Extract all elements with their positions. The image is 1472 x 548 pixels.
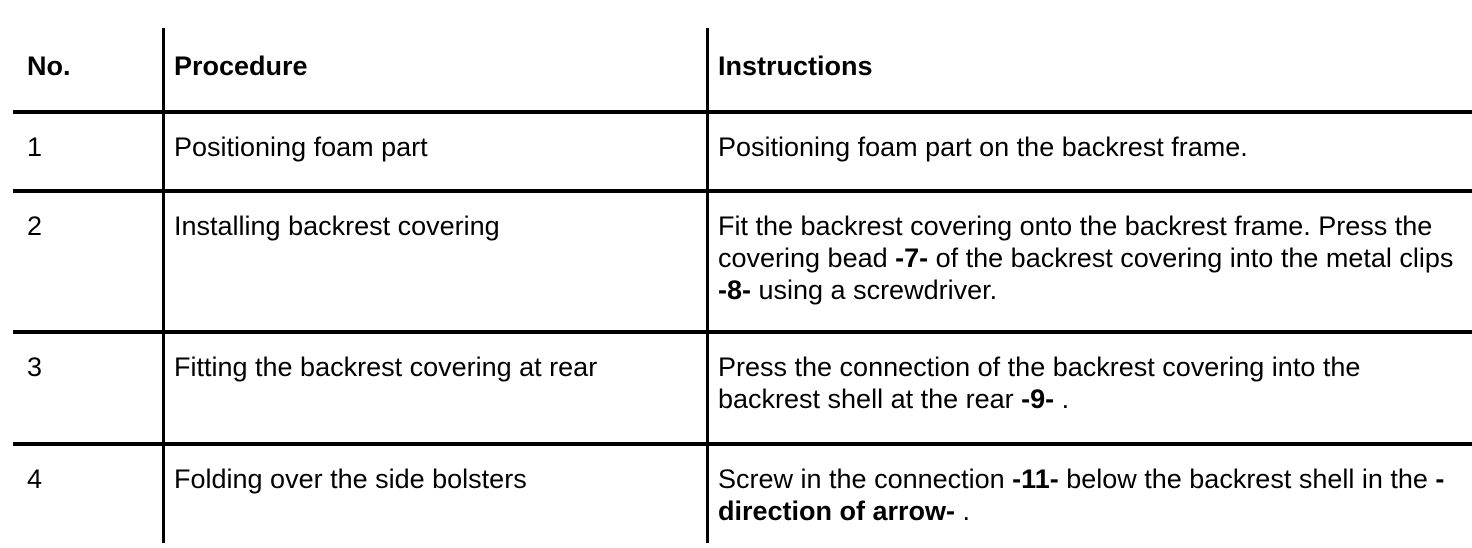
cell-no: 4 — [13, 444, 164, 543]
cell-instructions: Press the connection of the backrest cov… — [708, 332, 1472, 444]
cell-procedure: Installing backrest covering — [164, 191, 708, 332]
reference-callout: -7- — [895, 243, 928, 273]
reference-callout: -8- — [718, 275, 751, 305]
cell-instructions: Screw in the connection -11- below the b… — [708, 444, 1472, 543]
cell-no: 3 — [13, 332, 164, 444]
cell-procedure: Positioning foam part — [164, 112, 708, 191]
reference-callout: -direction of arrow- — [718, 464, 1444, 526]
cell-no: 2 — [13, 191, 164, 332]
column-header-no: No. — [13, 28, 164, 112]
reference-callout: -11- — [1012, 464, 1059, 494]
cell-instructions: Positioning foam part on the backrest fr… — [708, 112, 1472, 191]
cell-procedure: Fitting the backrest covering at rear — [164, 332, 708, 444]
cell-instructions: Fit the backrest covering onto the backr… — [708, 191, 1472, 332]
column-header-instructions: Instructions — [708, 28, 1472, 112]
cell-no: 1 — [13, 112, 164, 191]
header-row: No. Procedure Instructions — [13, 28, 1472, 112]
cell-procedure: Folding over the side bolsters — [164, 444, 708, 543]
reference-callout: -9- — [1021, 384, 1054, 414]
column-header-procedure: Procedure — [164, 28, 708, 112]
